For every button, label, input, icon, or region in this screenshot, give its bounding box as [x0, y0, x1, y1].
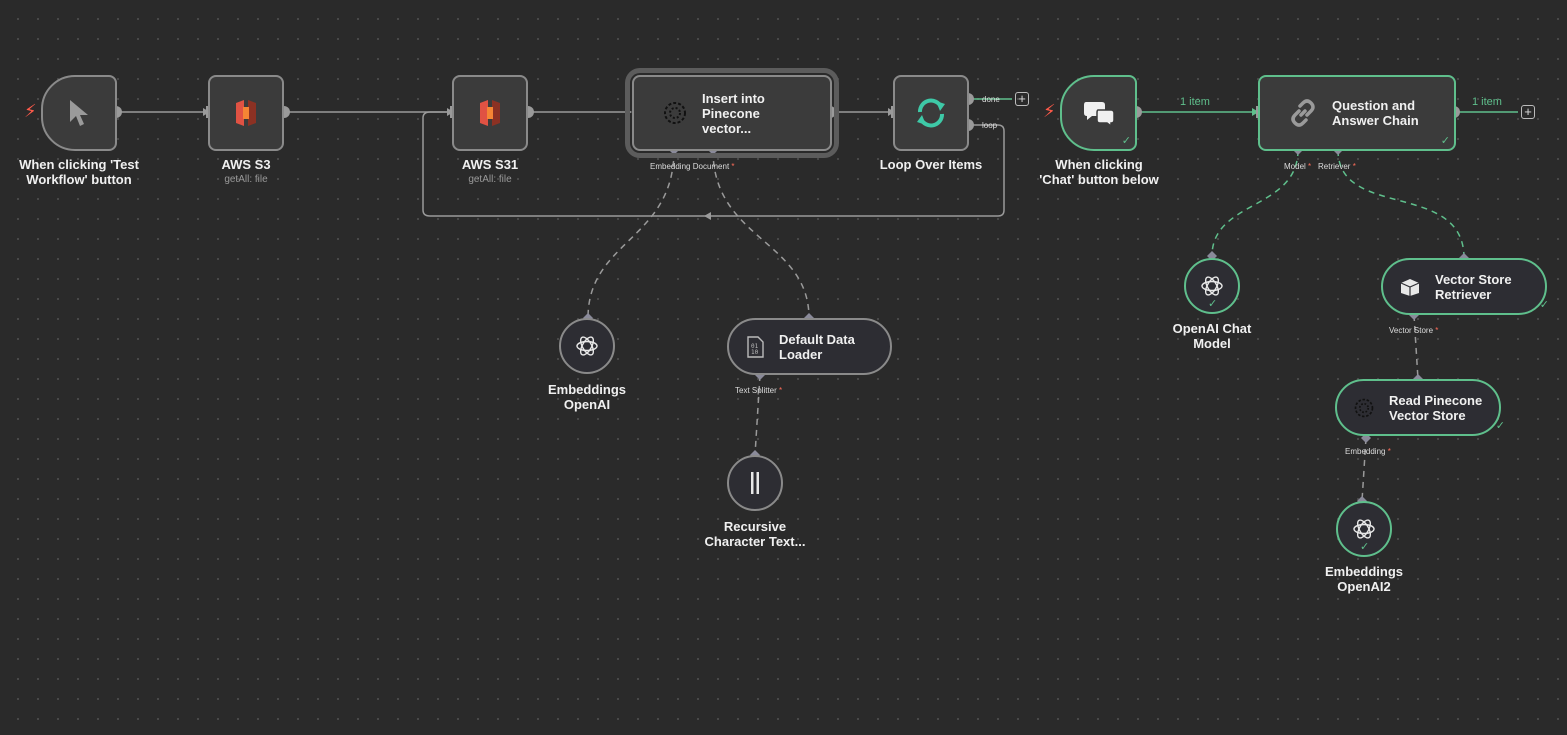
openai-icon: [1352, 517, 1376, 541]
edge-vectorstore: [1413, 314, 1419, 380]
edge-retriever: [1337, 149, 1465, 259]
node-pinecone-insert[interactable]: Insert into Pinecone vector...: [625, 68, 839, 158]
port-vector-store-label: Vector Store *: [1389, 326, 1439, 335]
edge-document-insert: [712, 149, 810, 319]
node-qa-chain[interactable]: Question and Answer Chain ✓: [1258, 75, 1456, 151]
node-default-data-loader-title: Default Data Loader: [779, 331, 855, 362]
cursor-icon: [67, 98, 91, 128]
check-icon: ✓: [1208, 298, 1218, 310]
node-aws-s3-subtitle: getAll: file: [224, 174, 268, 185]
check-icon: ✓: [1360, 541, 1370, 553]
port-model-label: Model *: [1284, 162, 1312, 171]
node-read-pinecone-title: Read Pinecone Vector Store: [1389, 392, 1483, 423]
lightning-icon: ⚡: [24, 101, 37, 121]
check-icon: ✓: [1539, 299, 1549, 311]
check-icon: ✓: [1495, 420, 1505, 432]
check-icon: ✓: [1440, 135, 1450, 147]
node-openai-chat-model[interactable]: ✓: [1184, 258, 1240, 314]
node-aws-s31-subtitle: getAll: file: [468, 174, 512, 185]
port-retriever-label: Retriever *: [1318, 162, 1356, 171]
check-icon: ✓: [1121, 135, 1131, 147]
node-recursive-splitter[interactable]: [727, 455, 783, 511]
output-done-label: done: [982, 95, 1000, 104]
node-aws-s31[interactable]: [452, 75, 528, 151]
node-pinecone-insert-title: Insert into Pinecone vector...: [702, 90, 765, 136]
node-read-pinecone[interactable]: Read Pinecone Vector Store ✓: [1335, 379, 1505, 436]
openai-icon: [1200, 274, 1224, 298]
node-embeddings-openai2[interactable]: ✓: [1336, 501, 1392, 557]
node-loop-over-items[interactable]: [893, 75, 969, 151]
svg-text:01: 01: [751, 343, 759, 350]
node-vector-store-retriever-title: Vector Store Retriever: [1435, 271, 1512, 302]
plus-icon[interactable]: +: [1521, 105, 1535, 119]
node-vector-store-retriever[interactable]: Vector Store Retriever ✓: [1381, 258, 1549, 315]
node-loop-title: Loop Over Items: [879, 157, 983, 172]
loop-arrows-icon: [914, 96, 948, 130]
edge-label-chat-to-chain: 1 item: [1180, 96, 1210, 108]
node-openai-chat-title: OpenAI Chat Model: [1172, 321, 1252, 351]
lightning-icon: ⚡: [1043, 101, 1056, 121]
port-embedding2-label: Embedding *: [1345, 447, 1391, 456]
node-aws-s3-title: AWS S3: [221, 157, 271, 172]
node-aws-s31-title: AWS S31: [461, 157, 519, 172]
chat-bubbles-icon: [1082, 99, 1116, 127]
node-manual-trigger-title: When clicking 'Test Workflow' button: [19, 157, 139, 187]
edge-embedding-insert: [587, 149, 675, 319]
pinecone-icon: [1353, 397, 1375, 419]
aws-s3-icon: [232, 98, 260, 128]
node-aws-s3[interactable]: [208, 75, 284, 151]
svg-text:10: 10: [751, 349, 759, 356]
node-recursive-splitter-title: Recursive Character Text...: [704, 519, 806, 549]
node-embeddings-openai[interactable]: [559, 318, 615, 374]
port-text-splitter-label: Text Splitter *: [735, 386, 783, 395]
plus-icon[interactable]: +: [1015, 92, 1029, 106]
node-manual-trigger[interactable]: [41, 75, 117, 151]
port-embedding-label: Embedding Document *: [650, 162, 735, 171]
node-embeddings-openai2-title: Embeddings OpenAI2: [1324, 564, 1403, 594]
node-embeddings-openai-title: Embeddings OpenAI: [547, 382, 626, 412]
pinecone-icon: [662, 100, 688, 126]
aws-s3-icon: [476, 98, 504, 128]
node-chat-trigger-title: When clicking 'Chat' button below: [1039, 157, 1159, 187]
node-qa-chain-title: Question and Answer Chain: [1332, 98, 1419, 128]
edge-label-chain-out: 1 item: [1472, 96, 1502, 108]
node-chat-trigger[interactable]: ✓: [1060, 75, 1137, 151]
openai-icon: [575, 334, 599, 358]
chain-link-icon: [1288, 98, 1318, 128]
box-icon: [1399, 277, 1421, 297]
text-splitter-icon: [748, 470, 762, 496]
output-loop-label: loop: [982, 121, 998, 130]
